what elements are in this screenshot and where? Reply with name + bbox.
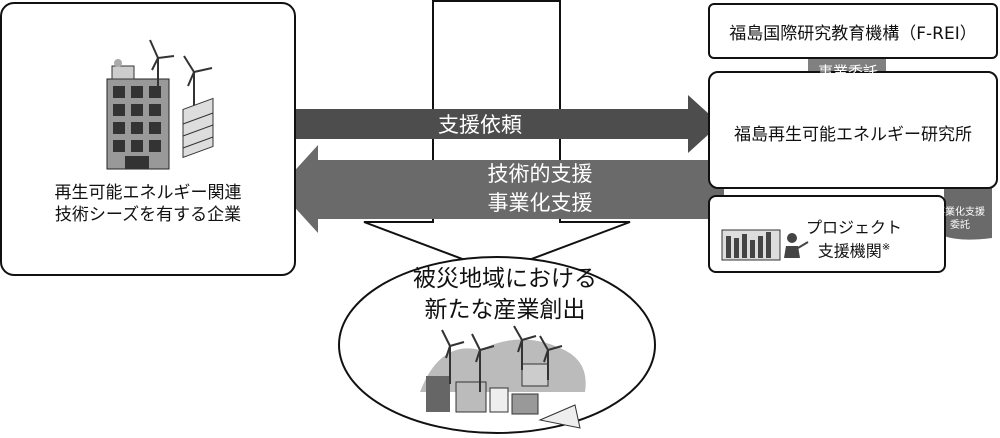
commission-label: 事業委託 <box>817 63 878 81</box>
tech-support-line2: 事業化支援 <box>487 191 593 215</box>
company-building-icon <box>106 59 170 170</box>
project-label: プロジェクト 支援機関※ <box>806 218 902 261</box>
support-request-label: 支援依頼 <box>438 113 522 137</box>
institute-label: 福島再生可能エネルギー研究所 <box>734 125 972 145</box>
sub-commission-line1: 事業化支援 <box>935 207 985 218</box>
sub-commission-label: 事業化支援 委託 <box>920 206 1000 232</box>
wind-turbine-icon <box>149 39 213 108</box>
project-org-icon <box>721 229 809 261</box>
project-label-line2-text: 支援機関 <box>817 241 882 261</box>
creation-label: 被災地域における 新たな産業創出 <box>345 264 665 326</box>
project-label-line1: プロジェクト <box>806 218 903 237</box>
tech-support-line1: 技術的支援 <box>487 162 593 186</box>
tech-support-arrow <box>278 145 724 233</box>
frei-label: 福島国際研究教育機構（F-REI） <box>729 24 977 44</box>
institute-box <box>708 71 998 189</box>
company-label-line1: 再生可能エネルギー関連 <box>54 183 242 203</box>
solar-panel-icon <box>182 97 214 159</box>
creation-line2: 新たな産業創出 <box>424 297 586 323</box>
project-label-line2: 支援機関※ <box>806 238 902 261</box>
creation-line1: 被災地域における <box>413 266 597 292</box>
frei-box <box>708 3 998 59</box>
company-label: 再生可能エネルギー関連 技術シーズを有する企業 <box>0 182 296 226</box>
tech-support-label: 技術的支援 事業化支援 <box>340 160 740 218</box>
sub-commission-line2: 委託 <box>950 220 970 231</box>
region-landscape-icon <box>420 325 586 429</box>
company-label-line2: 技術シーズを有する企業 <box>54 205 242 225</box>
support-request-arrow <box>270 95 720 153</box>
project-note-mark: ※ <box>881 242 891 253</box>
